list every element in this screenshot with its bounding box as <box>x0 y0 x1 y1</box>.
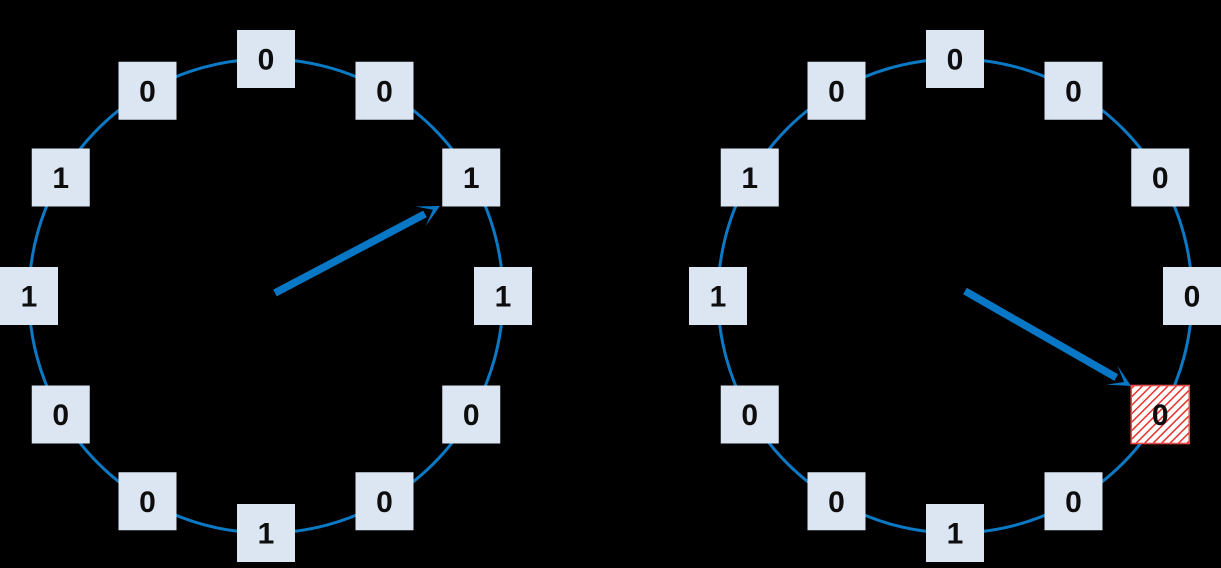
pointer-arrow-head <box>1106 365 1131 386</box>
cell-box[interactable] <box>926 30 984 88</box>
cell-box[interactable] <box>355 61 414 120</box>
cell-value-label: 1 <box>710 281 727 314</box>
ring-cell[interactable]: 1 <box>474 267 532 325</box>
ring-cell[interactable]: 0 <box>31 385 90 444</box>
cell-box[interactable] <box>1044 472 1103 531</box>
pointer-arrow-head <box>415 206 440 226</box>
pointer-arrow-shaft <box>963 287 1119 381</box>
ring-cell[interactable]: 1 <box>720 148 779 207</box>
cell-value-label: 0 <box>828 75 845 108</box>
ring-cell[interactable]: 1 <box>689 267 747 325</box>
cell-box[interactable] <box>1131 148 1190 207</box>
ring-cell[interactable]: 0 <box>118 61 177 120</box>
ring-cell[interactable]: 0 <box>442 385 501 444</box>
cell-box[interactable] <box>926 504 984 562</box>
cell-value-label: 0 <box>1065 486 1082 519</box>
ring-cell[interactable]: 0 <box>237 30 295 88</box>
ring-cell[interactable]: 0 <box>1044 472 1103 531</box>
cell-value-label: 0 <box>1152 399 1169 432</box>
cell-value-label: 0 <box>463 399 480 432</box>
pointer-arrow-shaft <box>273 210 427 297</box>
cell-box[interactable] <box>1044 61 1103 120</box>
cell-box[interactable] <box>807 61 866 120</box>
cell-value-label: 1 <box>947 518 964 551</box>
ring-cell[interactable]: 0 <box>355 472 414 531</box>
ring-arc-segments <box>27 57 505 535</box>
cell-value-label: 0 <box>741 399 758 432</box>
cell-value-label: 0 <box>1184 281 1201 314</box>
cell-box[interactable] <box>0 267 58 325</box>
ring-cell[interactable]: 0 <box>118 472 177 531</box>
cell-value-label: 0 <box>1152 162 1169 195</box>
ring-cell[interactable]: 0 <box>355 61 414 120</box>
ring-cell[interactable]: 0 <box>720 385 779 444</box>
cell-box[interactable] <box>237 504 295 562</box>
ring-cell[interactable]: 0 <box>926 30 984 88</box>
ring-cell[interactable]: 0 <box>807 472 866 531</box>
bit-ring-after: 0 0 0 0 0 0 1 0 0 1 1 0 <box>689 30 1221 562</box>
ring-cell[interactable]: 1 <box>926 504 984 562</box>
cell-box[interactable] <box>31 148 90 207</box>
ring-cell[interactable]: 0 <box>1044 61 1103 120</box>
cell-box[interactable] <box>355 472 414 531</box>
cell-value-label: 1 <box>21 281 38 314</box>
ring-cell[interactable]: 1 <box>442 148 501 207</box>
ring-cell[interactable]: 1 <box>237 504 295 562</box>
cell-box[interactable] <box>689 267 747 325</box>
ring-cell[interactable]: 1 <box>0 267 58 325</box>
ring-cell-highlighted[interactable]: 0 <box>1130 384 1191 445</box>
rings-layer: 0 0 1 1 0 0 1 0 0 1 1 0 0 0 0 0 0 0 1 0 0 1 1 0 <box>0 30 1221 562</box>
cell-box-highlighted[interactable] <box>1130 384 1191 445</box>
cell-value-label: 0 <box>52 399 69 432</box>
cell-value-label: 0 <box>139 486 156 519</box>
cell-value-label: 0 <box>376 75 393 108</box>
cell-value-label: 0 <box>947 44 964 77</box>
ring-cell[interactable]: 0 <box>807 61 866 120</box>
cell-box[interactable] <box>720 385 779 444</box>
cell-value-label: 1 <box>258 518 275 551</box>
cell-box[interactable] <box>31 385 90 444</box>
cell-value-label: 1 <box>741 162 758 195</box>
cell-box[interactable] <box>442 385 501 444</box>
cell-value-label: 0 <box>376 486 393 519</box>
cell-box[interactable] <box>1163 267 1221 325</box>
ring-cell[interactable]: 0 <box>1163 267 1221 325</box>
ring-cell[interactable]: 1 <box>31 148 90 207</box>
cell-value-label: 0 <box>1065 75 1082 108</box>
cell-value-label: 1 <box>463 162 480 195</box>
cell-box[interactable] <box>118 472 177 531</box>
ring-arc-segments <box>716 57 1194 535</box>
cell-value-label: 0 <box>139 75 156 108</box>
cell-box[interactable] <box>720 148 779 207</box>
cell-value-label: 0 <box>828 486 845 519</box>
cell-box[interactable] <box>237 30 295 88</box>
cell-value-label: 0 <box>258 44 275 77</box>
cell-value-label: 1 <box>495 281 512 314</box>
cell-box[interactable] <box>474 267 532 325</box>
cell-box[interactable] <box>118 61 177 120</box>
bit-ring-before: 0 0 1 1 0 0 1 0 0 1 1 0 <box>0 30 532 562</box>
cell-box[interactable] <box>442 148 501 207</box>
ring-cell[interactable]: 0 <box>1131 148 1190 207</box>
cell-box[interactable] <box>807 472 866 531</box>
cell-value-label: 1 <box>52 162 69 195</box>
